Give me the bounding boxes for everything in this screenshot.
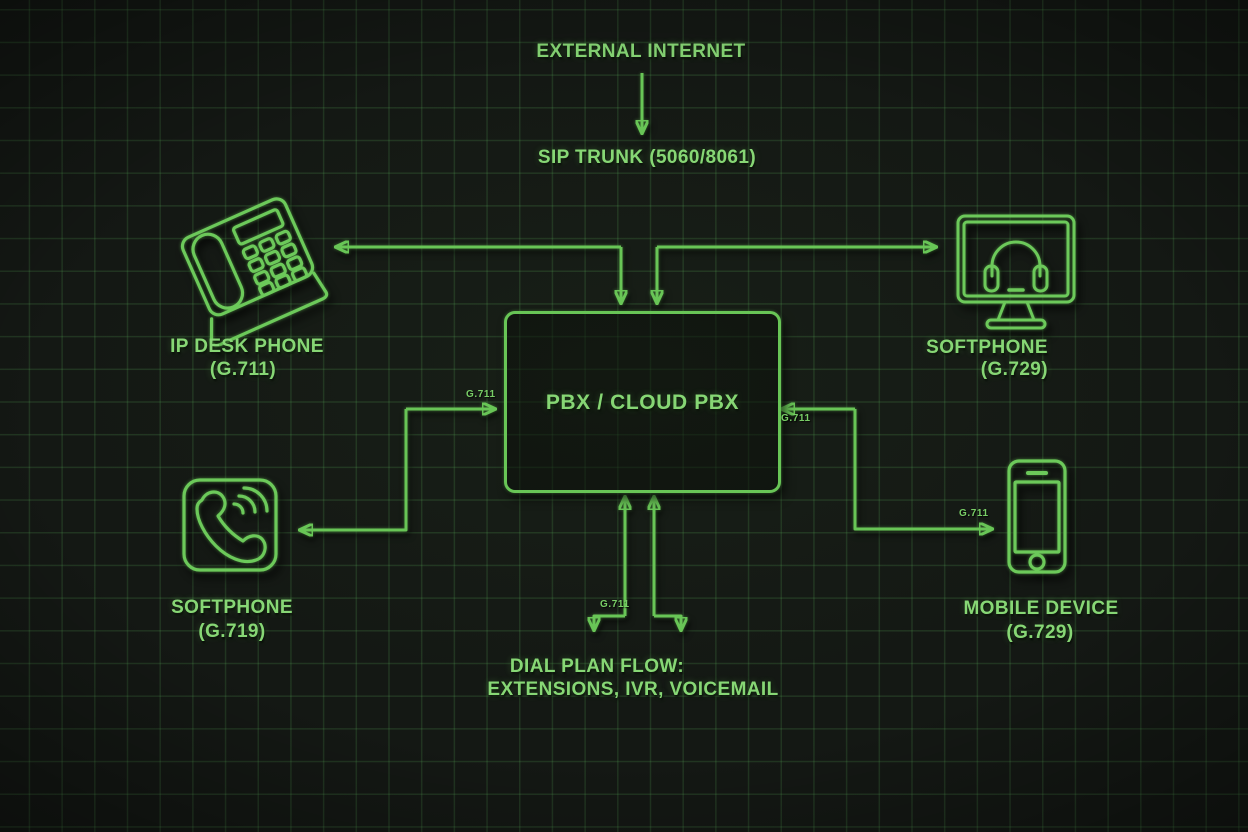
pbx-node: PBX / CLOUD PBX [504,311,781,493]
sip-trunk-label: SIP TRUNK (5060/8061) [537,147,757,168]
edge-label-dial-plan-link: G.711 [600,599,630,610]
smartphone-icon [1006,458,1068,581]
dial-plan-line2: EXTENSIONS, IVR, VOICEMAIL [487,679,779,700]
connector-dialplan-down-right [654,614,681,630]
desk-phone-label: IP DESK PHONE [170,336,324,357]
external-internet-label: EXTERNAL INTERNET [536,41,746,62]
desk-phone-codec: (G.711) [209,359,277,380]
mobile-device-codec: (G.729) [1006,622,1074,643]
desktop-headset-icon [952,210,1080,335]
connector-pbx-to-softphoneapp [300,409,408,530]
handset-waves-icon [180,472,280,583]
pbx-label: PBX / CLOUD PBX [545,390,740,414]
edge-label-pbx-left-in: G.711 [466,389,496,400]
desk-phone-icon [162,190,332,355]
softphone-desktop-codec: (G.729) [980,359,1048,380]
dial-plan-line1: DIAL PLAN FLOW: [509,656,685,677]
edge-label-pbx-right-in: G.711 [781,413,811,424]
softphone-app-codec: (G.719) [198,621,266,642]
softphone-desktop-label: SOFTPHONE [926,337,1048,358]
softphone-app-label: SOFTPHONE [171,597,293,618]
connector-dialplan-down-left [594,614,625,630]
edge-label-mobile-link: G.711 [959,508,989,519]
mobile-device-label: MOBILE DEVICE [963,598,1119,619]
